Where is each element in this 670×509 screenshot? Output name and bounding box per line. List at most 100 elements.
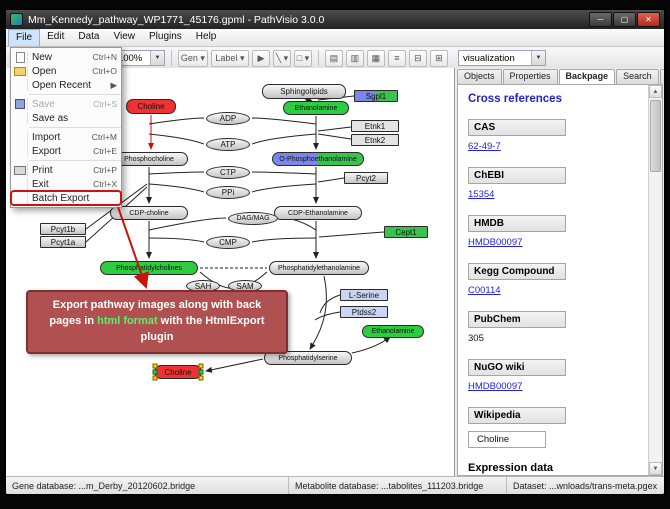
align-horizontal-button[interactable]: ▤ (324, 49, 343, 67)
section-value-cas[interactable]: 62-49-7 (468, 141, 501, 152)
selection-handle[interactable] (198, 375, 204, 381)
node-cdp-ethanolamine[interactable]: CDP-Ethanolamine (274, 206, 362, 220)
menu-item-label: Import (32, 131, 61, 143)
section-header-chebi: ChEBI (468, 167, 566, 184)
maximize-button[interactable]: ▢ (613, 12, 636, 27)
selection-handle[interactable] (198, 363, 204, 369)
close-button[interactable]: ✕ (637, 12, 660, 27)
node-l-serine[interactable]: L-Serine (340, 289, 388, 301)
stack-button[interactable]: ⊟ (408, 49, 427, 67)
tab-objects[interactable]: Objects (457, 69, 502, 84)
node-phosphocholine[interactable]: Phosphocholine (110, 152, 188, 166)
visualization-value: visualization (463, 52, 515, 64)
open-folder-glyph (14, 66, 26, 76)
zoom-combobox[interactable]: 100% ▼ (112, 50, 165, 66)
section-value-nugo-wiki[interactable]: HMDB00097 (468, 381, 523, 392)
node-atp[interactable]: ATP (206, 138, 250, 151)
tab-search[interactable]: Search (616, 69, 659, 84)
node-pcyt1a[interactable]: Pcyt1a (40, 236, 86, 248)
node-cmp[interactable]: CMP (206, 236, 250, 249)
align-center-button[interactable]: ▦ (366, 49, 385, 67)
node-etnk1[interactable]: Etnk1 (351, 120, 399, 132)
selection-handle[interactable] (152, 363, 158, 369)
pathway-canvas[interactable]: Export pathway images along with back pa… (6, 68, 455, 477)
title-bar[interactable]: Mm_Kennedy_pathway_WP1771_45176.gpml - P… (6, 10, 664, 29)
file-menu-item-batch-export[interactable]: Batch Export (10, 190, 122, 206)
node-phosphatidylserine[interactable]: Phosphatidylserine (264, 351, 352, 365)
align-vertical-button[interactable]: ▥ (345, 49, 364, 67)
node-sah[interactable]: SAH (186, 280, 220, 292)
status-bar: Gene database: ...m_Derby_20120602.bridg… (6, 476, 664, 494)
menu-item-shortcut: Ctrl+E (93, 146, 117, 156)
distribute-button[interactable]: ≡ (387, 49, 406, 67)
node-sgpl1[interactable]: Sgpl1 (354, 90, 398, 102)
tab-legend[interactable]: Legend (659, 69, 664, 84)
node-cdp-choline[interactable]: CDP-choline (110, 206, 188, 220)
selection-handle[interactable] (152, 375, 158, 381)
backpage-scrollbar[interactable]: ▲ ▼ (648, 85, 662, 475)
section-value-kegg-compound[interactable]: C00114 (468, 285, 501, 296)
selection-handle[interactable] (152, 369, 158, 375)
line-tool-button[interactable]: ╲ ▾ (272, 49, 291, 67)
menu-view[interactable]: View (113, 31, 135, 42)
gene-node-button[interactable]: Gen ▾ (177, 49, 208, 67)
node-phosphatidylcholines[interactable]: Phosphatidylcholines (100, 261, 198, 275)
node-adp[interactable]: ADP (206, 112, 250, 125)
node-phosphatidylethanolamine[interactable]: Phosphatidylethanolamine (269, 261, 369, 275)
scrollbar-track[interactable] (649, 98, 662, 462)
menu-file[interactable]: File (8, 29, 41, 46)
menu-item-shortcut: Ctrl+P (93, 165, 117, 175)
node-o-phosphoethanolamine[interactable]: O-Phosphoethanolamine (272, 152, 364, 166)
menu-plugins[interactable]: Plugins (148, 31, 182, 42)
node-choline-1[interactable]: Choline (152, 363, 204, 381)
new-document-glyph (15, 51, 25, 63)
shape-tool-button[interactable]: □ ▾ (293, 49, 312, 67)
section-value-chebi[interactable]: 15354 (468, 189, 495, 200)
minimize-button[interactable]: ─ (589, 12, 612, 27)
menu-item-label: Exit (32, 178, 49, 190)
node-ptdss2[interactable]: Ptdss2 (340, 306, 388, 318)
node-choline[interactable]: Choline (126, 99, 176, 114)
scroll-down-icon[interactable]: ▼ (649, 462, 662, 475)
node-ethanolamine-1[interactable]: Ethanolamine (362, 325, 424, 338)
node-cept1[interactable]: Cept1 (384, 226, 428, 238)
scroll-up-icon[interactable]: ▲ (649, 85, 662, 98)
scrollbar-thumb[interactable] (650, 100, 661, 172)
visualization-combobox[interactable]: visualization ▼ (458, 50, 546, 66)
group-button[interactable]: ⊞ (429, 49, 448, 67)
node-ctp[interactable]: CTP (206, 166, 250, 179)
node-sphingolipids[interactable]: Sphingolipids (262, 84, 346, 99)
selection-handle[interactable] (198, 369, 204, 375)
blank-icon (13, 131, 28, 143)
tab-backpage[interactable]: Backpage (558, 69, 616, 84)
status-cell-2: Dataset: ...wnloads/trans-meta.pgex (513, 480, 658, 491)
chevron-down-icon: ▼ (149, 51, 164, 65)
label-tool-button[interactable]: Label ▾ (210, 49, 249, 67)
file-menu-item-open-recent[interactable]: Open Recent▶ (11, 78, 121, 92)
menu-edit[interactable]: Edit (47, 31, 65, 42)
file-menu-item-save-as[interactable]: Save as (11, 111, 121, 125)
node-pcyt2[interactable]: Pcyt2 (344, 172, 388, 184)
node-ppi[interactable]: PPi (206, 186, 250, 199)
section-header-hmdb: HMDB (468, 215, 566, 232)
node-ethanolamine[interactable]: Ethanolamine (283, 101, 349, 115)
menu-item-label: Save as (32, 112, 69, 124)
menu-item-label: New (32, 51, 53, 63)
tab-properties[interactable]: Properties (502, 69, 558, 84)
node-etnk2[interactable]: Etnk2 (351, 134, 399, 146)
menu-data[interactable]: Data (78, 31, 100, 42)
node-dag-mag[interactable]: DAG/MAG (228, 212, 278, 225)
pointer-tool-button[interactable]: ▶ (251, 49, 270, 67)
node-pcyt1b[interactable]: Pcyt1b (40, 223, 86, 235)
menu-help[interactable]: Help (195, 31, 217, 42)
section-value-hmdb[interactable]: HMDB00097 (468, 237, 523, 248)
